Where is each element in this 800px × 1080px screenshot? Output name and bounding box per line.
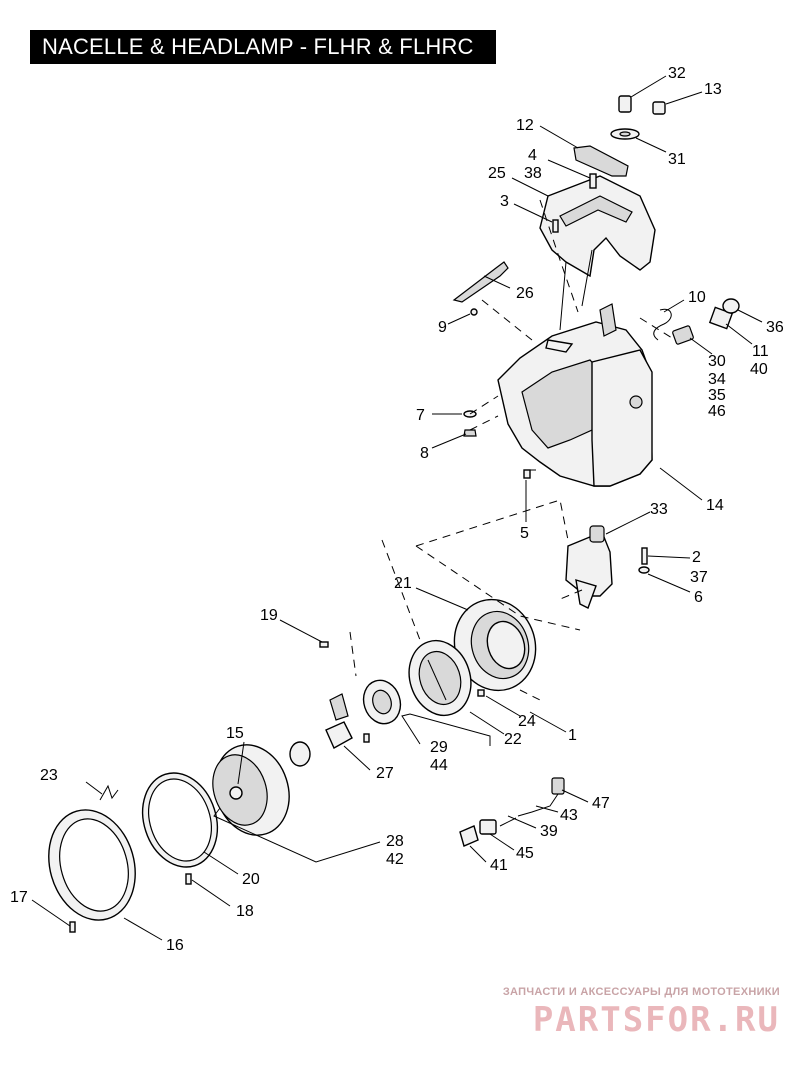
side-trim-piece [452, 261, 509, 316]
callout-11: 11 [752, 343, 769, 360]
watermark: ЗАПЧАСТИ И АКСЕССУАРЫ ДЛЯ МОТОТЕХНИКИ PA… [503, 986, 780, 1040]
mounting-ring [408, 639, 472, 717]
sealed-beam-lamp [212, 744, 290, 836]
callout-38: 38 [524, 165, 542, 182]
callout-10: 10 [688, 289, 706, 306]
trim-ring-16 [48, 641, 329, 933]
callout-47: 47 [592, 795, 610, 812]
callout-17: 17 [10, 889, 28, 906]
lower-nacelle-body [497, 303, 653, 487]
callout-24: 24 [518, 713, 536, 730]
callout-37: 37 [690, 569, 708, 586]
callout-23: 23 [40, 767, 58, 784]
callout-25: 25 [488, 165, 506, 182]
callout-46: 46 [708, 403, 726, 420]
watermark-logo: PARTSFOR.RU [532, 1000, 780, 1040]
callout-18: 18 [236, 903, 254, 920]
page-title: NACELLE & HEADLAMP - FLHR & FLHRC [30, 30, 496, 64]
watermark-tagline: ЗАПЧАСТИ И АКСЕССУАРЫ ДЛЯ МОТОТЕХНИКИ [502, 986, 780, 998]
callout-12: 12 [516, 117, 534, 134]
mount-bracket [565, 525, 650, 609]
callout-31: 31 [668, 151, 686, 168]
callout-8: 8 [420, 445, 429, 462]
callout-30: 30 [708, 353, 726, 370]
headlamp-housing [453, 598, 537, 697]
callout-19: 19 [260, 607, 278, 624]
callout-42: 42 [386, 851, 404, 868]
upper-nacelle-cover [539, 175, 656, 331]
callout-40: 40 [750, 361, 768, 378]
callout-34: 34 [708, 371, 726, 388]
bulb-27 [289, 693, 353, 767]
switch-and-spring [653, 298, 740, 345]
callout-4: 4 [528, 147, 537, 164]
callout-39: 39 [540, 823, 558, 840]
callout-15: 15 [226, 725, 244, 742]
callout-29: 29 [430, 739, 448, 756]
callout-28: 28 [386, 833, 404, 850]
callout-16: 16 [166, 937, 184, 954]
callout-3: 3 [500, 193, 509, 210]
callout-32: 32 [668, 65, 686, 82]
callout-numbers: 32 13 12 31 4 38 25 3 26 9 10 36 11 40 3… [10, 65, 784, 954]
callout-21: 21 [394, 575, 412, 592]
callout-36: 36 [766, 319, 784, 336]
callout-44: 44 [430, 757, 448, 774]
callout-45: 45 [516, 845, 534, 862]
callout-26: 26 [516, 285, 534, 302]
callout-41: 41 [490, 857, 508, 874]
callout-1: 1 [568, 727, 577, 744]
callout-13: 13 [704, 81, 722, 98]
callout-27: 27 [376, 765, 394, 782]
spring-23 [99, 784, 119, 801]
position-lamp-harness [459, 777, 565, 847]
callout-9: 9 [438, 319, 447, 336]
callout-20: 20 [242, 871, 260, 888]
leader-lines [31, 75, 763, 941]
callout-43: 43 [560, 807, 578, 824]
callout-6: 6 [694, 589, 703, 606]
callout-7: 7 [416, 407, 425, 424]
callout-2: 2 [692, 549, 701, 566]
trim-strip [573, 145, 629, 177]
callout-35: 35 [708, 387, 726, 404]
callout-5: 5 [520, 525, 529, 542]
callout-22: 22 [504, 731, 522, 748]
top-screw-clip [552, 95, 666, 233]
callout-14: 14 [706, 497, 724, 514]
retaining-ring-20 [141, 772, 219, 885]
bulb-socket-29 [362, 679, 402, 743]
callout-33: 33 [650, 501, 668, 518]
